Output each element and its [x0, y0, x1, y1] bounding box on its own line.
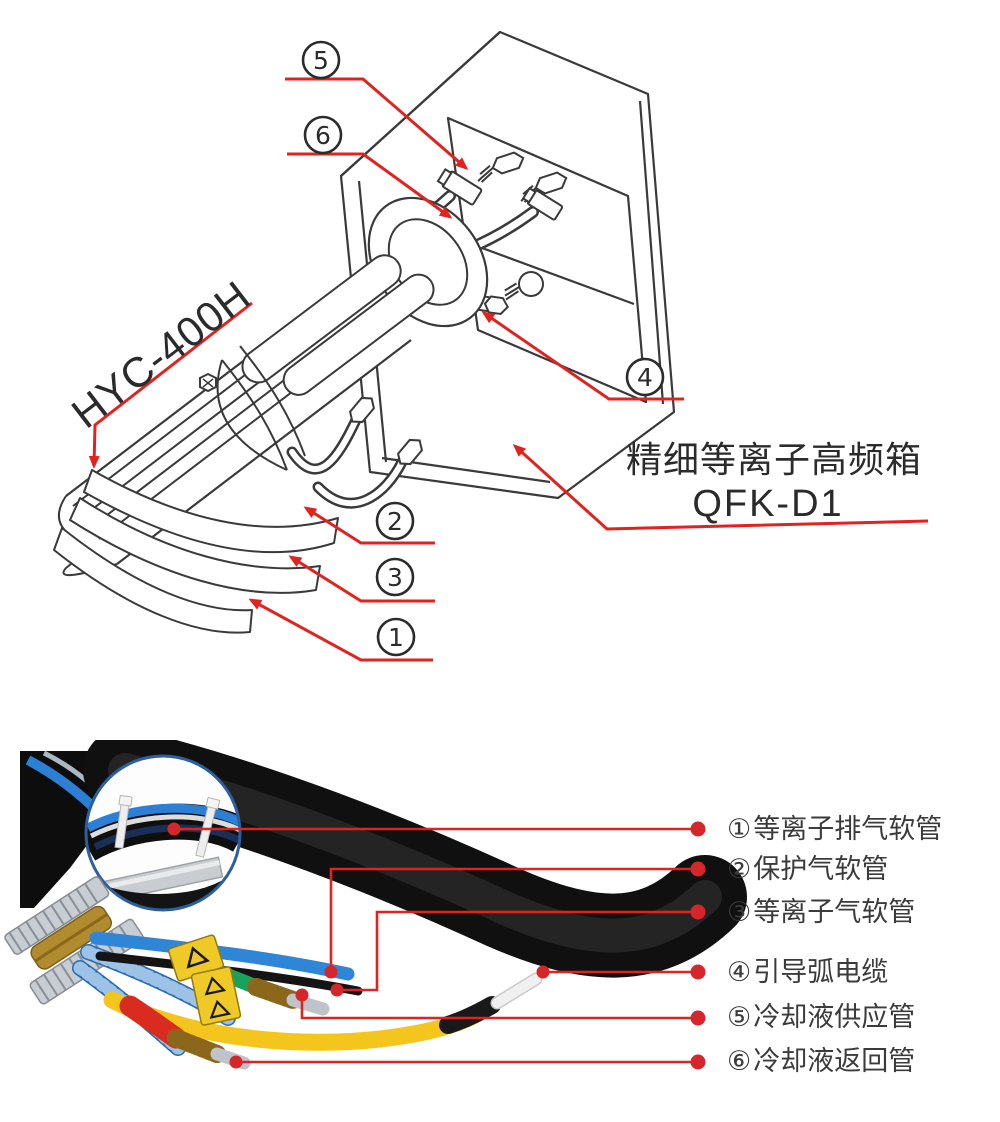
legend-marker: ①	[727, 814, 752, 845]
panel-bolts	[472, 149, 571, 301]
callout-6-circle: 6	[303, 115, 343, 155]
leader-legend-5	[300, 995, 698, 1020]
front-hoses	[72, 931, 543, 1070]
leader-legend-2	[329, 867, 698, 972]
box-model-label: QFK-D1	[692, 483, 843, 525]
svg-text:3: 3	[387, 563, 403, 592]
callout-5-circle: 5	[301, 40, 341, 80]
torch-inner-tubes	[241, 254, 435, 396]
leader-torch-model	[88, 301, 253, 469]
legend-label: 冷却液返回管	[753, 1046, 916, 1077]
fitting-coolant-supply	[436, 167, 483, 206]
legend-item-1: ①等离子排气软管	[727, 811, 942, 849]
plasma-gas-cable	[95, 951, 363, 996]
leader-callout-4	[481, 311, 684, 401]
callout-3-circle: 3	[375, 557, 415, 597]
yellow-hose-black-wrap	[439, 996, 501, 1034]
spilled-hoses	[53, 469, 339, 634]
magnifier-inset	[84, 754, 242, 912]
svg-text:5: 5	[313, 46, 329, 75]
fitting-coolant-return	[521, 186, 564, 221]
legend-marker: ④	[727, 957, 752, 988]
magnifier-navy-hose	[93, 824, 240, 851]
legend-item-2: ②保护气软管	[727, 851, 888, 889]
legend-marker: ③	[727, 897, 752, 928]
shield-gas-hose	[89, 931, 355, 981]
legend-label: 引导弧电缆	[753, 957, 889, 988]
magnifier-white-hose	[89, 814, 240, 839]
cable-bundle-photo	[4, 740, 747, 1070]
leader-callout-2	[303, 506, 435, 545]
silver-connector	[286, 993, 330, 1016]
small-hex-fitting	[199, 372, 217, 393]
round-screw	[504, 271, 544, 301]
leader-callout-1	[248, 598, 433, 662]
legend-marker: ②	[727, 854, 752, 885]
box-name-label: 精细等离子高频箱	[626, 439, 922, 480]
torch-box-line-diagram: 5 6 4 2 3 1 HYC-400H	[53, 30, 929, 662]
legend-label: 保护气软管	[753, 854, 889, 885]
callout-2-circle: 2	[375, 501, 415, 541]
torch-clamp-band	[216, 345, 306, 471]
magnifier-ring	[84, 754, 242, 912]
diagram-leaders	[88, 77, 929, 662]
legend-marker: ⑤	[727, 1002, 752, 1033]
svg-text:2: 2	[387, 507, 403, 536]
leader-box-label	[512, 443, 929, 531]
warning-tag	[190, 966, 242, 1026]
svg-text:6: 6	[315, 121, 331, 150]
leader-callout-6	[287, 152, 453, 219]
pilot-arc-white-tip	[492, 974, 541, 1008]
zip-tie	[114, 794, 133, 849]
legend-item-3: ③等离子气软管	[727, 894, 915, 932]
svg-text:4: 4	[637, 363, 653, 392]
legend-marker: ⑥	[727, 1046, 752, 1077]
legend-label: 等离子排气软管	[753, 814, 943, 845]
callout-4-circle: 4	[625, 357, 665, 397]
magnifier-blue-hose	[86, 803, 240, 833]
legend-label: 等离子气软管	[753, 897, 916, 928]
photo-leaders	[174, 827, 698, 1064]
leader-legend-3	[337, 910, 698, 992]
leader-callout-5	[285, 77, 469, 170]
callout-circles: 5 6 4 2 3 1	[301, 40, 665, 657]
callout-1-circle: 1	[376, 617, 416, 657]
legend-item-5: ⑤冷却液供应管	[727, 999, 915, 1037]
hf-box-outline	[339, 30, 676, 500]
leader-dots	[167, 821, 706, 1070]
leader-callout-3	[288, 555, 435, 603]
legend-item-6: ⑥冷却液返回管	[727, 1043, 915, 1081]
dangling-hoses	[286, 396, 424, 509]
svg-text:1: 1	[388, 623, 404, 652]
legend-label: 冷却液供应管	[753, 1002, 916, 1033]
legend-item-4: ④引导弧电缆	[727, 954, 888, 992]
